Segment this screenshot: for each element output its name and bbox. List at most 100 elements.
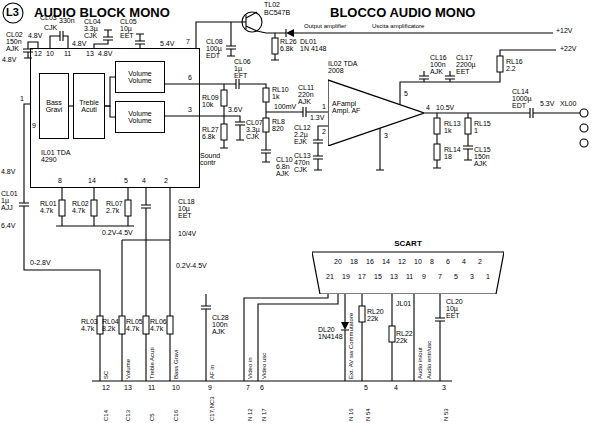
node-text: IL01 TDA 4290 bbox=[41, 149, 81, 164]
part-label: RL03 bbox=[81, 318, 98, 325]
part-label: 11 bbox=[64, 50, 71, 57]
part-label: 11 bbox=[406, 273, 413, 280]
diode-symbol bbox=[341, 322, 349, 330]
part-label: AJK bbox=[430, 68, 443, 75]
signal-name: SC bbox=[103, 371, 109, 379]
part-label: 100n bbox=[430, 61, 446, 68]
resistor-symbol bbox=[125, 200, 131, 216]
node-text: Bass Gravi bbox=[40, 99, 68, 114]
part-label: 1k bbox=[444, 127, 451, 134]
connector-pin bbox=[580, 109, 588, 117]
signal-name: C13 bbox=[125, 410, 131, 421]
part-label: CL13 bbox=[294, 152, 311, 159]
part-label: 14 bbox=[88, 177, 96, 184]
part-label: 6.4V bbox=[1, 222, 15, 229]
part-label: 3.6V bbox=[228, 106, 242, 113]
connector-pin bbox=[580, 139, 588, 147]
part-label: 5.3V bbox=[540, 100, 554, 107]
part-label: 4.8V bbox=[1, 168, 15, 175]
part-label: 8 bbox=[430, 258, 434, 265]
part-label: 2 bbox=[322, 128, 326, 135]
resistor-symbol bbox=[359, 306, 365, 322]
part-label: 10.5V bbox=[436, 104, 454, 111]
part-label: CL07 bbox=[246, 119, 263, 126]
part-label: 2.2µ bbox=[294, 131, 308, 138]
part-label: 22k bbox=[367, 315, 378, 322]
part-label: 10 bbox=[46, 50, 54, 57]
part-label: 0-2.8V bbox=[30, 259, 51, 266]
part-label: 100n bbox=[212, 321, 228, 328]
part-label: AJK bbox=[298, 98, 311, 105]
wire bbox=[424, 108, 580, 168]
part-label: 15 bbox=[374, 273, 382, 280]
part-label: BLOCCO AUDIO MONO bbox=[330, 6, 475, 19]
part-label: EET bbox=[120, 32, 134, 39]
part-label: 2 bbox=[164, 177, 168, 184]
part-label: AJK bbox=[6, 45, 19, 52]
part-label: Sound contr bbox=[200, 152, 230, 166]
part-label: 4.7k bbox=[150, 325, 163, 332]
part-label: 3.3µ bbox=[84, 25, 98, 32]
part-label: CL10 bbox=[276, 156, 293, 163]
part-label: 4.8V bbox=[98, 50, 112, 57]
part-label: 4 bbox=[426, 104, 430, 111]
part-label: AJK bbox=[276, 170, 289, 177]
part-label: 10µ bbox=[446, 305, 458, 312]
signal-name: Treble Acuti bbox=[149, 348, 155, 379]
part-label: RL27 bbox=[202, 126, 219, 133]
part-label: 3 bbox=[442, 384, 446, 391]
part-label: CJK bbox=[84, 32, 97, 39]
part-label: CL04 bbox=[84, 18, 101, 25]
part-label: CL14 bbox=[512, 88, 529, 95]
resistor-symbol bbox=[221, 90, 227, 106]
part-label: RL09 bbox=[202, 94, 219, 101]
part-label: +12V bbox=[556, 27, 573, 34]
part-label: RL10 bbox=[272, 86, 289, 93]
part-label: 3.3µ bbox=[246, 126, 260, 133]
part-label: 4.7k bbox=[72, 207, 85, 214]
ic-block: IL01 TDA 4290Bass GraviTreble AcutiVolum… bbox=[30, 48, 200, 188]
part-label: RL05 bbox=[126, 318, 143, 325]
part-label: +22V bbox=[560, 45, 577, 52]
part-label: RL13 bbox=[444, 120, 461, 127]
part-label: 7 bbox=[246, 384, 250, 391]
part-label: 0.2V-4.5V bbox=[176, 262, 207, 269]
resistor-symbol bbox=[143, 316, 149, 334]
part-label: EET bbox=[178, 212, 192, 219]
wire bbox=[92, 294, 452, 381]
part-label: 12 bbox=[102, 384, 110, 391]
part-label: EJK bbox=[294, 138, 307, 145]
outline bbox=[312, 252, 504, 294]
part-label: 12 bbox=[398, 258, 406, 265]
part-label: 4.7k bbox=[81, 325, 94, 332]
part-label: RL15 bbox=[474, 120, 491, 127]
part-label: 2200µ bbox=[456, 61, 476, 68]
part-label: 16 bbox=[366, 258, 374, 265]
part-label: CL15 bbox=[474, 146, 491, 153]
part-label: 10 bbox=[414, 258, 422, 265]
resistor-symbol bbox=[434, 118, 440, 134]
wire bbox=[19, 104, 170, 381]
connector-pin bbox=[580, 124, 588, 132]
outline bbox=[328, 80, 424, 146]
signal-connector bbox=[105, 106, 115, 117]
signal-name: Video in bbox=[247, 357, 253, 379]
part-label: EFT bbox=[234, 72, 247, 79]
part-label: L3 bbox=[6, 7, 19, 18]
part-label: 9 bbox=[208, 384, 212, 391]
part-label: EET bbox=[456, 68, 470, 75]
resistor-symbol bbox=[221, 124, 227, 140]
signal-name: C14 bbox=[103, 410, 109, 421]
resistor-symbol bbox=[91, 200, 97, 216]
part-label: 8.2k bbox=[102, 325, 115, 332]
node-text: Treble Acuti bbox=[74, 99, 104, 114]
part-label: 4.8V bbox=[72, 40, 86, 47]
part-label: 5 bbox=[364, 384, 368, 391]
part-label: 6.8n bbox=[276, 163, 290, 170]
part-label: 7 bbox=[186, 38, 190, 45]
part-label: 10k bbox=[202, 101, 213, 108]
part-label: 10µ bbox=[178, 205, 190, 212]
part-label: CL17 bbox=[456, 54, 473, 61]
signal-name: Volume bbox=[125, 359, 131, 379]
part-label: RL07 bbox=[106, 200, 123, 207]
